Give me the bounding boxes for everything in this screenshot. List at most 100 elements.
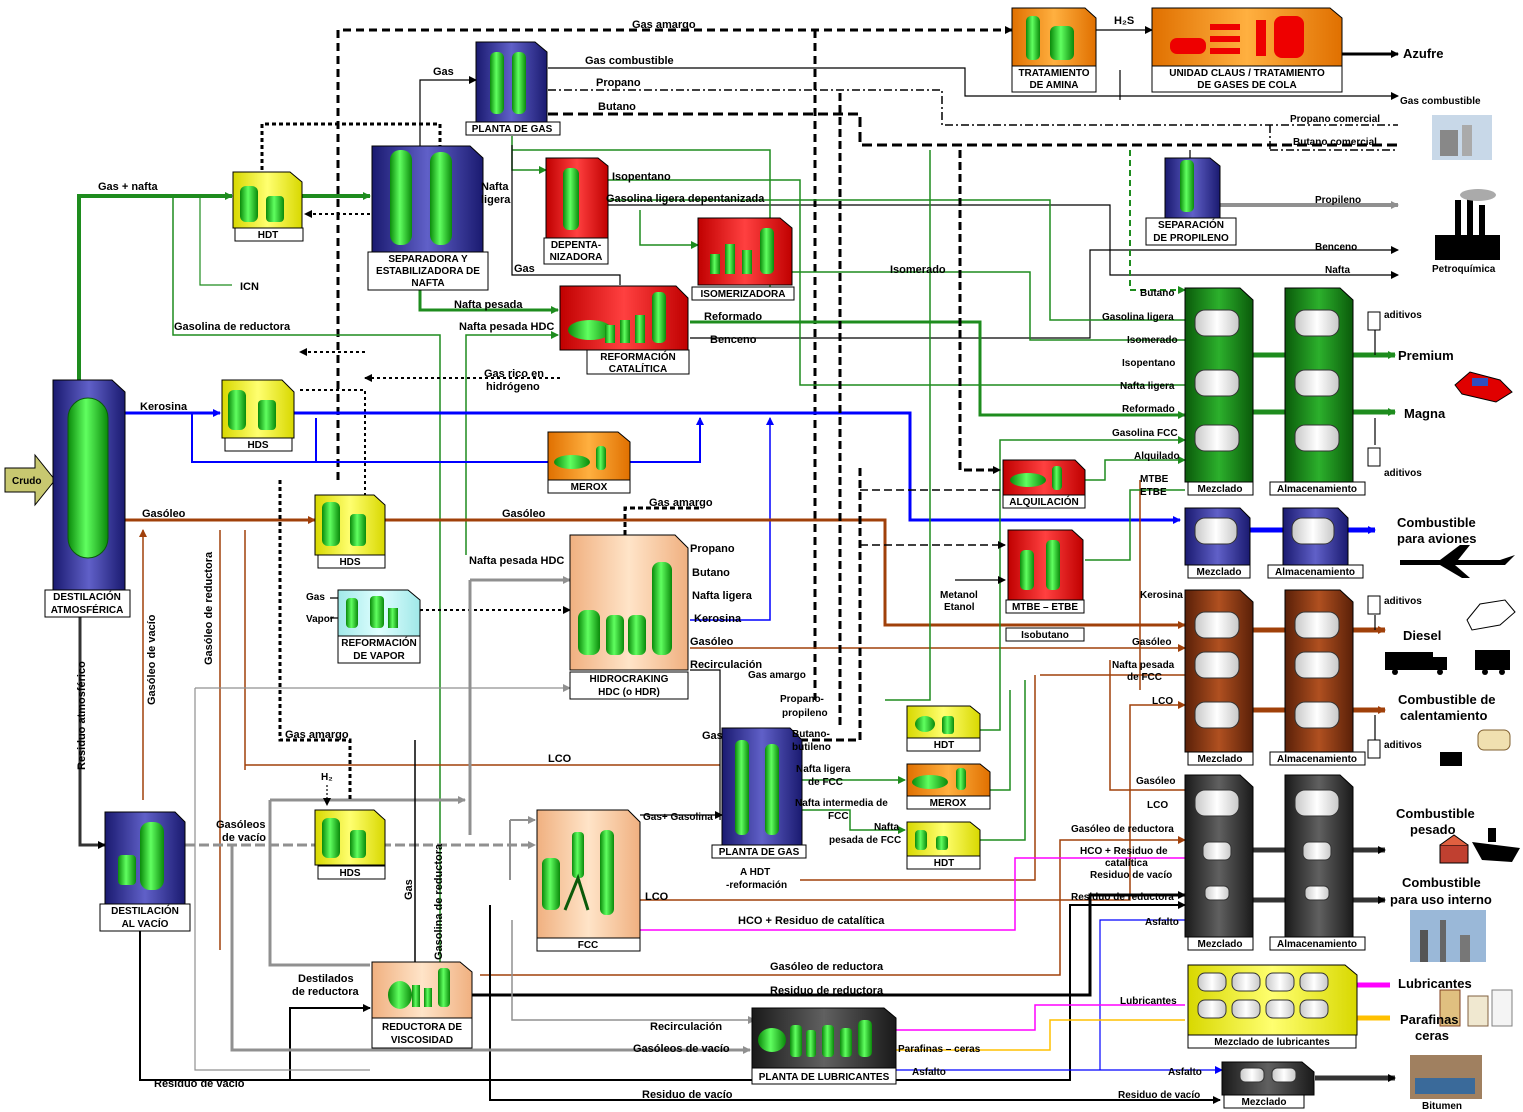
aditivos-label-4: aditivos — [1384, 740, 1422, 751]
planta-lubricantes-unit: PLANTA DE LUBRICANTES — [752, 1008, 896, 1084]
butano-butileno-label-2: butileno — [792, 742, 831, 753]
combustible-pesado-product-1: Combustible — [1396, 806, 1475, 821]
bitumen-truck-icon — [1410, 1055, 1482, 1099]
destilados-reductora-label-2: de reductora — [292, 986, 360, 998]
hdc-butano-label: Butano — [692, 567, 730, 579]
destilacion-atm-label-1: DESTILACIÓN — [53, 590, 121, 603]
isopentano-label: Isopentano — [612, 171, 671, 183]
mix-etbe-label: ETBE — [1140, 487, 1167, 498]
gas-amargo-top-label: Gas amargo — [632, 19, 696, 31]
propano-comercial-label: Propano comercial — [1290, 114, 1380, 125]
crudo-label: Crudo — [12, 476, 41, 487]
h2-label: H₂ — [321, 772, 333, 783]
isomerizadora-unit: ISOMERIZADORA — [692, 218, 794, 300]
mix-gasolina-ligera-label: Gasolina ligera — [1102, 312, 1174, 323]
mix-gasoleo-reductora-label: Gasóleo de reductora — [1071, 824, 1174, 835]
truck-icon — [1385, 650, 1510, 675]
planta-gas-top-unit: PLANTA DE GAS — [466, 42, 560, 135]
gas-vapor-label: Gas — [306, 592, 325, 603]
mix-lubricantes-label: Lubricantes — [1120, 996, 1177, 1007]
nafta-ligera-label-2: ligera — [481, 194, 511, 206]
refinery-photo-icon — [1410, 910, 1486, 962]
almacenamiento-aviones-label: Almacenamiento — [1275, 567, 1355, 578]
merox-fcc-label: MEROX — [930, 798, 967, 809]
mix-asfalto2-label: Asfalto — [1168, 1067, 1202, 1078]
gas-rico-label-2: hidrógeno — [486, 381, 540, 393]
mix-alquilado-label: Alquilado — [1134, 451, 1180, 462]
car-icon — [1455, 372, 1512, 402]
mix-hco-label-2: catalítica — [1105, 858, 1148, 869]
aditivos-label-1: aditivos — [1384, 310, 1422, 321]
almacenamiento-aviones-unit: Almacenamiento — [1268, 508, 1363, 578]
mix2-lco-label: LCO — [1147, 800, 1168, 811]
nafta-ligera-label-1: Nafta — [481, 181, 509, 193]
mezclado-gasolina-label: Mezclado — [1197, 484, 1242, 495]
hds-vacio-label: HDS — [339, 868, 360, 879]
almacenamiento-gasolina-unit: Almacenamiento — [1270, 288, 1365, 495]
combustible-interno-product-1: Combustible — [1402, 875, 1481, 890]
aditivos-box-4 — [1368, 740, 1380, 758]
mix-nafta-pesada-fcc-label-1: Nafta pesada — [1112, 660, 1175, 671]
tratamiento-amina-label-2: DE AMINA — [1029, 80, 1078, 91]
almacenamiento-gasolina-label: Almacenamiento — [1277, 484, 1357, 495]
combustible-calentamiento-product-2: calentamiento — [1400, 708, 1487, 723]
vapor-label: Vapor — [306, 614, 334, 625]
hdt-fcc1-unit: HDT — [907, 706, 980, 751]
mezclado-lubricantes-unit: Mezclado de lubricantes — [1188, 965, 1357, 1048]
gasolina-reductora-vertical-label: Gasolina de reductora — [433, 843, 445, 960]
etanol-label: Etanol — [944, 602, 975, 613]
gas-fcc-plant-label: Gas — [702, 730, 723, 742]
icn-label: ICN — [240, 281, 259, 293]
mix-residuo-vacio2-label: Residuo de vacío — [1118, 1090, 1200, 1101]
alquilacion-unit: ALQUILACIÓN — [1003, 460, 1085, 508]
nafta-pesada-hdc-bottom-label: Nafta pesada HDC — [469, 555, 564, 567]
nafta-intermedia-fcc-label-2: FCC — [828, 811, 849, 822]
hdt-top-label: HDT — [258, 230, 279, 241]
aditivos-label-3: aditivos — [1384, 596, 1422, 607]
a-hdt-label-1: A HDT — [740, 867, 770, 878]
hidrocraking-label-1: HIDROCRAKING — [590, 674, 669, 685]
mezclado-aviones-label: Mezclado — [1196, 567, 1241, 578]
fcc-label: FCC — [578, 940, 599, 951]
gasoleo-reductora-label: Gasóleo de reductora — [770, 961, 884, 973]
destilacion-vacio-unit: DESTILACIÓN AL VACÍO — [100, 812, 190, 931]
depentanizadora-unit: DEPENTA- NIZADORA — [544, 158, 608, 264]
gas-amargo-hdc-label: Gas amargo — [649, 497, 713, 509]
mix-isomerado-label: Isomerado — [1127, 335, 1178, 346]
claus-label-2: DE GASES DE COLA — [1197, 80, 1296, 91]
nafta-right-label: Nafta — [1325, 265, 1350, 276]
propileno-label: Propileno — [1315, 195, 1361, 206]
mezclado-aviones-unit: Mezclado — [1185, 508, 1250, 578]
nafta-pesada-fcc-label-2: pesada de FCC — [829, 835, 901, 846]
separadora-label-2: ESTABILIZADORA DE — [376, 266, 480, 277]
mix-nafta-ligera-label: Nafta ligera — [1120, 381, 1175, 392]
merox-top-unit: MEROX — [548, 432, 630, 493]
lco-left-label: LCO — [548, 753, 572, 765]
separadora-label-1: SEPARADORA Y — [388, 254, 468, 265]
planta-gas-top-label: PLANTA DE GAS — [472, 124, 553, 135]
gas-combustible-label: Gas combustible — [585, 55, 674, 67]
propano-propileno-label-2: propileno — [782, 708, 828, 719]
aditivos-box-3 — [1368, 596, 1380, 614]
reductora-unit: REDUCTORA DE VISCOSIDAD — [372, 962, 472, 1048]
separadora-unit: SEPARADORA Y ESTABILIZADORA DE NAFTA — [368, 146, 488, 290]
aditivos-box-1 — [1368, 312, 1380, 330]
butano-label: Butano — [598, 101, 636, 113]
propano-label: Propano — [596, 77, 641, 89]
planta-lubricantes-label: PLANTA DE LUBRICANTES — [759, 1072, 890, 1083]
ship-icon — [1472, 828, 1520, 862]
hds-kerosina-unit: HDS — [222, 380, 294, 451]
ceras-product: ceras — [1415, 1028, 1449, 1043]
separadora-label-3: NAFTA — [411, 278, 444, 289]
reformado-label: Reformado — [704, 311, 762, 323]
combustible-pesado-product-2: pesado — [1410, 822, 1456, 837]
refinery-picture-icon — [1432, 115, 1492, 160]
mtbe-label: MTBE – ETBE — [1012, 602, 1078, 613]
nafta-pesada-fcc-label-1: Nafta — [874, 822, 899, 833]
mix-hco-label-1: HCO + Residuo de — [1080, 846, 1168, 857]
gas-gasolina-label: Gas+ Gasolina — [643, 812, 713, 823]
almacenamiento-pesado-label: Almacenamiento — [1277, 939, 1357, 950]
combustible-aviones-product-2: para aviones — [1397, 531, 1477, 546]
white-car-icon — [1467, 600, 1515, 630]
butano-butileno-label-1: Butano- — [792, 729, 830, 740]
